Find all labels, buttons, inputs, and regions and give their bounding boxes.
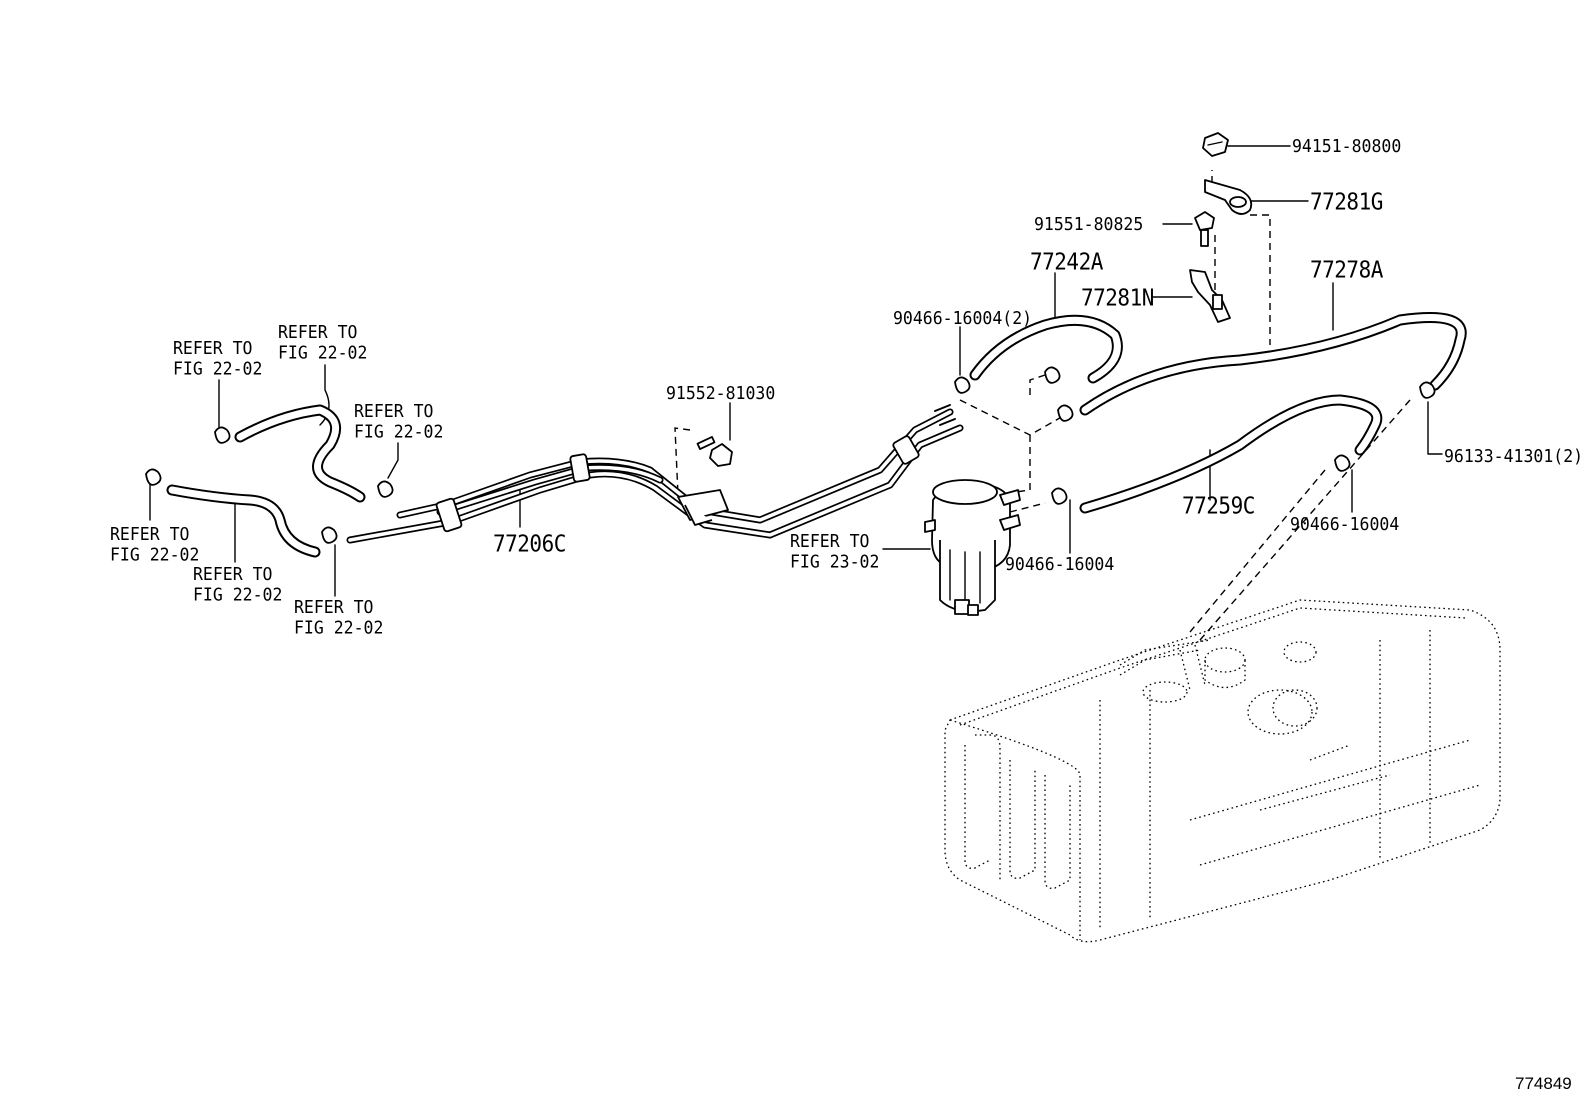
refer-line: REFER TO: [110, 524, 190, 545]
part-label-77278a: 77278A: [1310, 256, 1383, 283]
part-label-91551-80825: 91551-80825: [1034, 214, 1144, 235]
refer-note-fig-22-02-a: REFER TO FIG 22-02: [173, 338, 262, 379]
part-label-90466-16004-lower: 90466-16004: [1005, 554, 1115, 575]
hose-clips: [145, 366, 1436, 544]
part-label-77281n: 77281N: [1081, 284, 1154, 311]
fuel-filter: [924, 479, 1021, 616]
pipe-clamps: [435, 435, 920, 533]
refer-line: REFER TO: [790, 531, 870, 552]
refer-note-fig-22-02-e: REFER TO FIG 22-02: [193, 564, 282, 605]
refer-line: REFER TO: [193, 564, 273, 585]
part-label-96133-41301-2: 96133-41301(2): [1444, 446, 1584, 467]
refer-note-fig-22-02-c: REFER TO FIG 22-02: [354, 401, 443, 442]
pipe-ends: [934, 404, 956, 426]
refer-line: REFER TO: [278, 322, 358, 343]
assembly-lines: [674, 170, 1411, 641]
refer-fig: FIG 23-02: [790, 551, 880, 573]
leader-lines: [149, 145, 1443, 597]
refer-note-fig-22-02-b: REFER TO FIG 22-02: [278, 322, 367, 363]
part-label-77281g: 77281G: [1310, 188, 1383, 215]
refer-line: REFER TO: [173, 338, 253, 359]
refer-fig: FIG 22-02: [193, 584, 283, 606]
refer-fig: FIG 22-02: [278, 342, 368, 364]
part-label-90466-16004-upper: 90466-16004: [1290, 514, 1400, 535]
refer-note-fig-22-02-f: REFER TO FIG 22-02: [294, 597, 383, 638]
part-label-94151-80800: 94151-80800: [1292, 136, 1402, 157]
part-label-77259c: 77259C: [1182, 492, 1255, 519]
refer-note-fig-23-02: REFER TO FIG 23-02: [790, 531, 879, 572]
refer-line: REFER TO: [294, 597, 374, 618]
hoses: [166, 312, 1467, 558]
fuel-tank: [944, 599, 1501, 943]
part-label-91552-81030: 91552-81030: [666, 383, 776, 404]
refer-fig: FIG 22-02: [294, 617, 384, 639]
refer-fig: FIG 22-02: [354, 421, 444, 443]
refer-note-fig-22-02-d: REFER TO FIG 22-02: [110, 524, 199, 565]
refer-fig: FIG 22-02: [110, 544, 200, 566]
part-label-77206c: 77206C: [493, 530, 566, 557]
refer-fig: FIG 22-02: [173, 358, 263, 380]
part-label-90466-16004-2: 90466-16004(2): [893, 308, 1033, 329]
figure-id: 774849: [1515, 1074, 1572, 1093]
fasteners: [696, 132, 1253, 467]
refer-line: REFER TO: [354, 401, 434, 422]
part-label-77242a: 77242A: [1030, 248, 1103, 275]
